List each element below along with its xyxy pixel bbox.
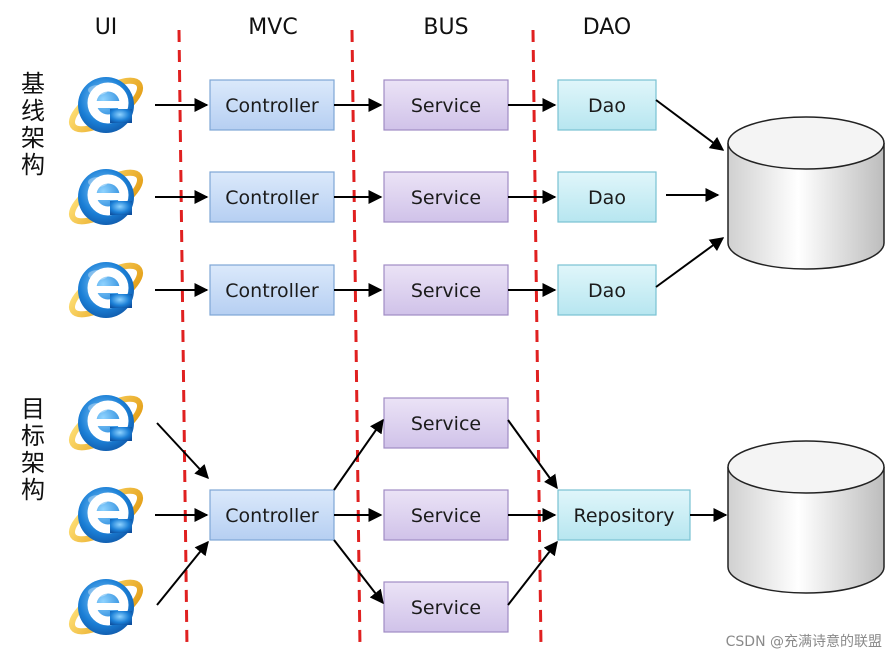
service-box: Service bbox=[383, 264, 509, 316]
svg-text:Repository: Repository bbox=[573, 505, 674, 527]
service-box: Service bbox=[383, 171, 509, 223]
svg-text:Service: Service bbox=[411, 280, 481, 302]
svg-text:构: 构 bbox=[21, 476, 45, 504]
internet-explorer-icon bbox=[65, 257, 147, 324]
repository-box: Repository bbox=[557, 489, 691, 541]
svg-text:Dao: Dao bbox=[588, 187, 626, 209]
svg-text:Service: Service bbox=[411, 413, 481, 435]
service-box: Service bbox=[383, 79, 509, 131]
service-box: Service bbox=[383, 489, 509, 541]
layer-header-ui: UI bbox=[95, 15, 118, 40]
internet-explorer-icon bbox=[65, 574, 147, 641]
arrow bbox=[655, 237, 725, 288]
svg-text:架: 架 bbox=[21, 449, 45, 477]
controller-box: Controller bbox=[209, 264, 335, 316]
arrow bbox=[333, 418, 384, 491]
database-cylinder-icon bbox=[727, 440, 885, 594]
svg-text:Service: Service bbox=[411, 95, 481, 117]
arrow bbox=[333, 539, 384, 605]
svg-text:Controller: Controller bbox=[225, 505, 319, 527]
svg-text:Service: Service bbox=[411, 597, 481, 619]
internet-explorer-icon bbox=[65, 482, 147, 549]
arrow bbox=[507, 419, 558, 490]
svg-text:线: 线 bbox=[21, 97, 45, 125]
layer-header-bus: BUS bbox=[423, 15, 468, 40]
svg-text:Service: Service bbox=[411, 187, 481, 209]
svg-text:基: 基 bbox=[21, 70, 45, 98]
dao-box: Dao bbox=[557, 264, 657, 316]
internet-explorer-icon bbox=[65, 390, 147, 457]
flow-arrows-baseline bbox=[155, 98, 725, 297]
svg-text:Controller: Controller bbox=[225, 95, 319, 117]
svg-text:架: 架 bbox=[21, 124, 45, 152]
arrow bbox=[655, 99, 725, 151]
svg-text:标: 标 bbox=[21, 422, 45, 450]
watermark: CSDN @充满诗意的联盟 bbox=[725, 634, 882, 650]
service-box: Service bbox=[383, 581, 509, 633]
baseline-architecture-label: 基 线 架 构 bbox=[21, 70, 45, 179]
layer-header-dao: DAO bbox=[583, 15, 632, 40]
target-architecture-label: 目 标 架 构 bbox=[21, 395, 45, 504]
svg-text:构: 构 bbox=[21, 151, 45, 179]
svg-text:Service: Service bbox=[411, 505, 481, 527]
svg-text:Controller: Controller bbox=[225, 187, 319, 209]
svg-text:Dao: Dao bbox=[588, 280, 626, 302]
svg-text:目: 目 bbox=[21, 395, 45, 423]
controller-box: Controller bbox=[209, 79, 335, 131]
internet-explorer-icon bbox=[65, 164, 147, 231]
controller-box: Controller bbox=[209, 489, 335, 541]
divider-mvc-bus bbox=[350, 29, 362, 649]
arrow bbox=[156, 422, 209, 480]
arrow bbox=[156, 540, 209, 606]
database-cylinder-icon bbox=[727, 116, 885, 270]
svg-text:Controller: Controller bbox=[225, 280, 319, 302]
flow-arrows-target bbox=[155, 418, 728, 606]
layer-header-mvc: MVC bbox=[248, 15, 297, 40]
internet-explorer-icon bbox=[65, 72, 147, 139]
svg-text:Dao: Dao bbox=[588, 95, 626, 117]
divider-ui-mvc bbox=[177, 29, 189, 649]
service-box: Service bbox=[383, 397, 509, 449]
dao-box: Dao bbox=[557, 79, 657, 131]
divider-bus-dao bbox=[531, 29, 543, 649]
controller-box: Controller bbox=[209, 171, 335, 223]
arrow bbox=[507, 540, 558, 606]
dao-box: Dao bbox=[557, 171, 657, 223]
